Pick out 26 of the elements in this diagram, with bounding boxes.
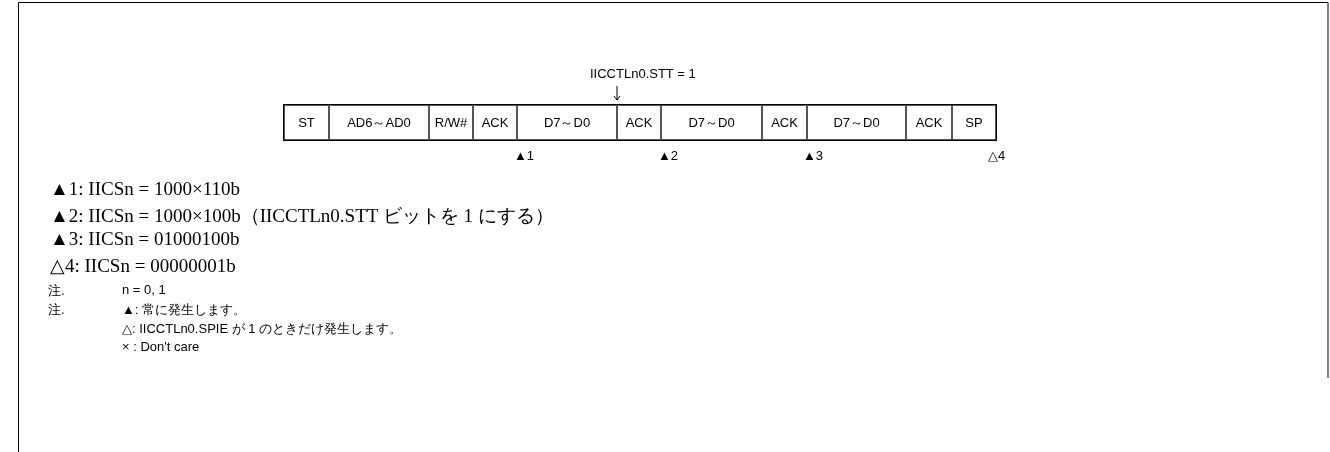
frame-field: ACK <box>762 105 807 140</box>
status-note: ▲2: IICSn = 1000×100b（IICCTLn0.STT ビットを 1 にする） <box>50 204 554 228</box>
register-setting-text: IICCTLn0.STT = 1 <box>590 66 696 81</box>
note-text: ▲: 常に発生します。 <box>122 301 247 319</box>
note-text: △: IICCTLn0.SPIE が 1 のときだけ発生します。 <box>122 320 403 338</box>
frame-field: AD6～AD0 <box>329 105 429 140</box>
event-marker: ▲1 <box>514 148 535 163</box>
event-marker: ▲3 <box>803 148 824 163</box>
event-marker: ▲2 <box>658 148 679 163</box>
note-mark: 注. <box>48 301 65 319</box>
frame-field: ST <box>284 105 329 140</box>
frame-field: SP <box>952 105 996 140</box>
event-marker: △4 <box>988 148 1006 163</box>
frame-field: R/W# <box>429 105 473 140</box>
frame-field: ACK <box>617 105 661 140</box>
frame-field: D7～D0 <box>807 105 906 140</box>
status-note: △4: IICSn = 00000001b <box>50 254 236 277</box>
status-note: ▲3: IICSn = 01000100b <box>50 228 240 250</box>
status-note: ▲1: IICSn = 1000×110b <box>50 178 240 200</box>
note-text: n = 0, 1 <box>122 282 166 297</box>
frame-field: D7～D0 <box>661 105 762 140</box>
frame-field: ACK <box>906 105 952 140</box>
note-text: × : Don't care <box>122 339 200 354</box>
frame-field: ACK <box>473 105 517 140</box>
note-mark: 注. <box>48 282 65 300</box>
frame-field: D7～D0 <box>517 105 617 140</box>
